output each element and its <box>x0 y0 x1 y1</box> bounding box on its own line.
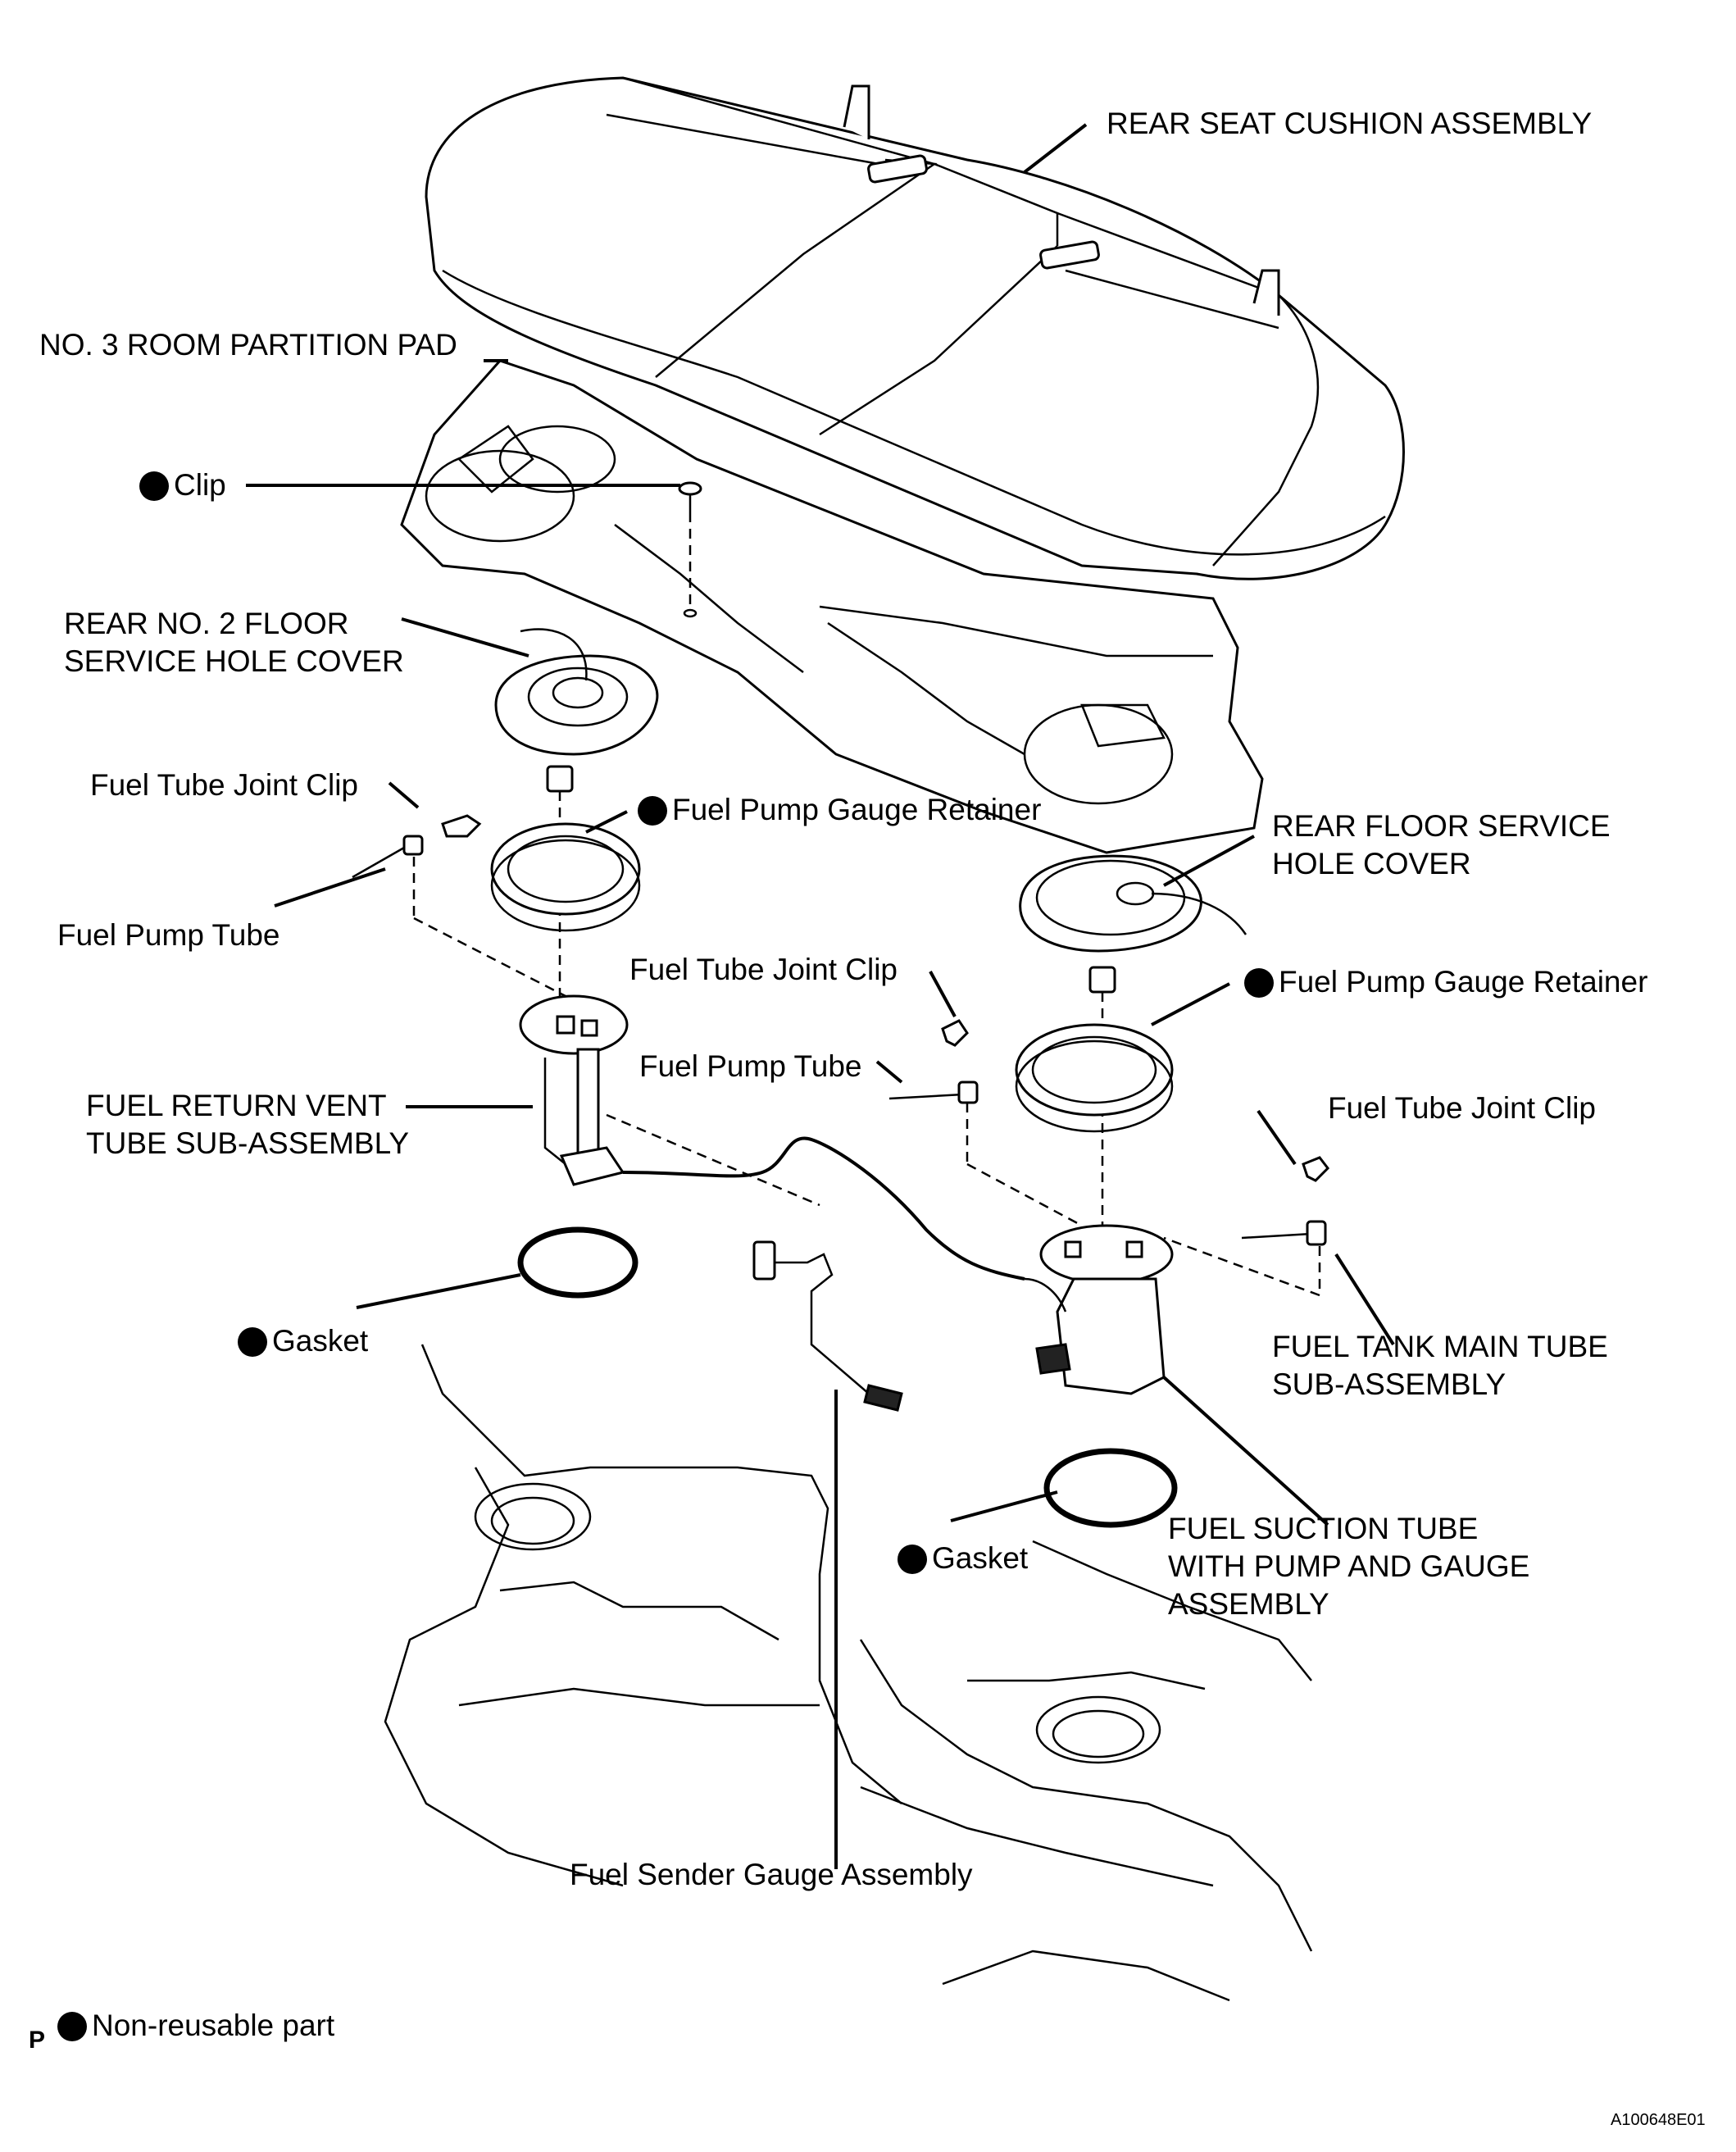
right-fuel-tube-joint-clip-drawing <box>1302 1156 1329 1182</box>
label-fuel-sender-gauge: Fuel Sender Gauge Assembly <box>570 1858 973 1891</box>
label-clip-text: Clip <box>174 468 226 502</box>
left-pump-module-drawing <box>519 994 1025 1281</box>
figure-code: A100648E01 <box>1611 2111 1706 2129</box>
label-fuel-pump-gauge-retainer-1: Fuel Pump Gauge Retainer <box>638 791 1041 829</box>
non-reusable-dot-icon <box>57 2012 87 2041</box>
label-fuel-tube-joint-clip-1: Fuel Tube Joint Clip <box>90 768 359 802</box>
left-service-hole-cover-drawing <box>494 628 659 1017</box>
label-fuel-tube-joint-clip-3: Fuel Tube Joint Clip <box>1328 1091 1597 1125</box>
label-fuel-suction-line2: WITH PUMP AND GAUGE <box>1168 1549 1530 1583</box>
label-rear-floor-service-line1: REAR FLOOR SERVICE <box>1272 809 1611 843</box>
non-reusable-dot-icon <box>1244 968 1274 998</box>
label-fuel-return-vent-line2: TUBE SUB-ASSEMBLY <box>86 1126 410 1160</box>
leader-lines <box>246 123 1395 1869</box>
fuel-sender-gauge-drawing <box>752 1240 903 1412</box>
label-gasket-1: Gasket <box>238 1322 368 1360</box>
label-gasket-2-text: Gasket <box>932 1541 1029 1575</box>
label-fuel-tank-main-line1: FUEL TANK MAIN TUBE <box>1272 1330 1608 1363</box>
label-fuel-tube-joint-clip-2: Fuel Tube Joint Clip <box>629 953 898 986</box>
clip-part-drawing <box>678 481 702 618</box>
label-fuel-pump-gauge-retainer-2: Fuel Pump Gauge Retainer <box>1244 963 1647 1001</box>
mid-fuel-pump-tube-drawing <box>888 1081 1083 1227</box>
left-gasket-drawing <box>517 1226 639 1299</box>
fuel-tank-main-tube-drawing <box>1163 1220 1327 1297</box>
left-fuel-tube-joint-clip-drawing <box>441 814 482 838</box>
legend-non-reusable-text: Non-reusable part <box>92 2009 335 2042</box>
non-reusable-dot-icon <box>238 1327 267 1357</box>
label-clip: Clip <box>139 466 226 504</box>
label-fuel-return-vent-line1: FUEL RETURN VENT <box>86 1089 387 1122</box>
label-fuel-tank-main-line2: SUB-ASSEMBLY <box>1272 1367 1507 1401</box>
label-no3-room-partition-pad: NO. 3 ROOM PARTITION PAD <box>39 328 457 362</box>
label-fuel-pump-tube-1: Fuel Pump Tube <box>57 918 280 952</box>
left-retainer-ring-drawing <box>490 822 641 932</box>
rear-seat-cushion-drawing <box>425 76 1405 580</box>
non-reusable-dot-icon <box>638 796 667 826</box>
mid-fuel-tube-joint-clip-drawing <box>941 1019 969 1047</box>
label-fuel-suction-line1: FUEL SUCTION TUBE <box>1168 1512 1479 1545</box>
label-rear-no2-floor-line2: SERVICE HOLE COVER <box>64 644 404 678</box>
non-reusable-dot-icon <box>898 1545 927 1574</box>
label-fuel-pump-gauge-retainer-1-text: Fuel Pump Gauge Retainer <box>672 793 1042 826</box>
label-fuel-pump-tube-2: Fuel Pump Tube <box>639 1049 862 1083</box>
label-rear-seat-cushion: REAR SEAT CUSHION ASSEMBLY <box>1107 107 1593 140</box>
right-retainer-ring-drawing <box>1015 1023 1174 1133</box>
right-pump-module-drawing <box>1024 1224 1174 1395</box>
right-gasket-drawing <box>1043 1448 1178 1528</box>
left-fuel-pump-tube-drawing <box>352 835 566 998</box>
vehicle-floor-drawing <box>384 1344 1313 2002</box>
label-fuel-pump-gauge-retainer-2-text: Fuel Pump Gauge Retainer <box>1279 965 1648 999</box>
legend-non-reusable: Non-reusable part <box>57 2007 334 2045</box>
legend-letter: P <box>29 2027 46 2054</box>
label-rear-no2-floor-line1: REAR NO. 2 FLOOR <box>64 607 349 640</box>
label-rear-floor-service-line2: HOLE COVER <box>1272 847 1471 880</box>
label-gasket-2: Gasket <box>898 1540 1028 1577</box>
non-reusable-dot-icon <box>139 471 169 501</box>
label-gasket-1-text: Gasket <box>272 1324 369 1358</box>
label-fuel-suction-line3: ASSEMBLY <box>1168 1587 1329 1621</box>
